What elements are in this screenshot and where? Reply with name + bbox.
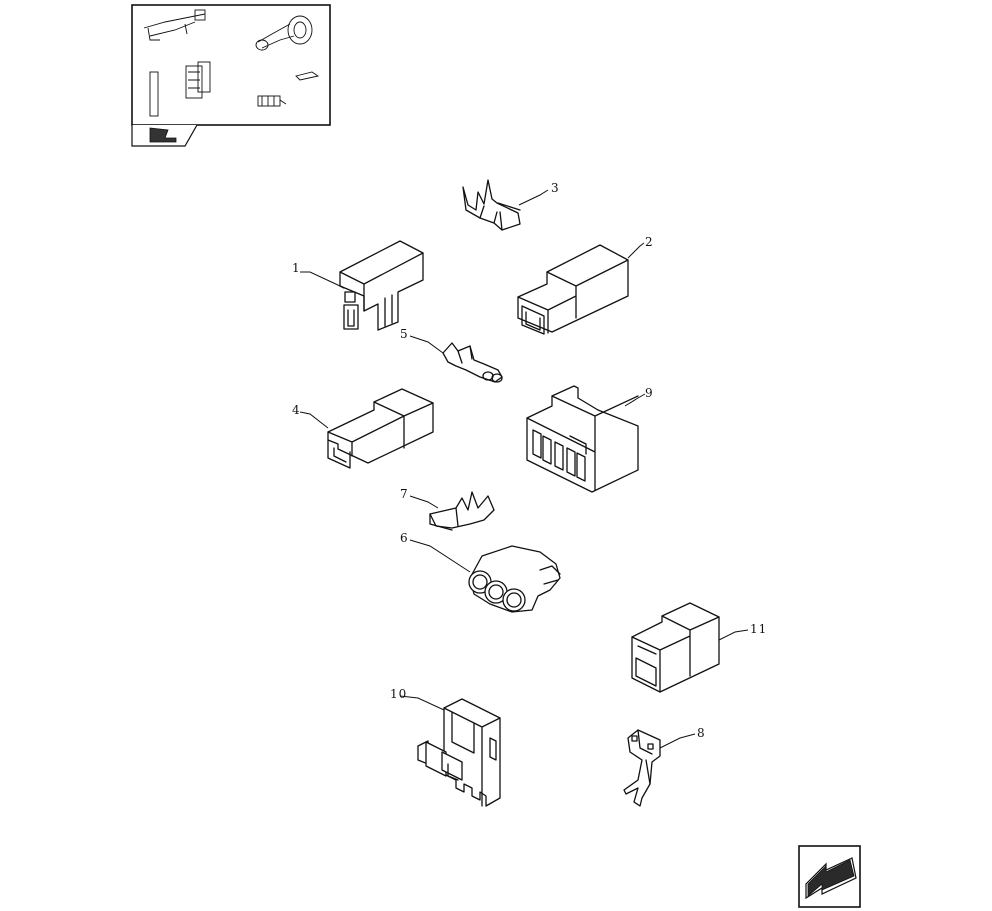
thumbnail-small-parts-sketch <box>257 71 320 107</box>
part-4-housing <box>299 388 434 469</box>
thumbnail-round-connector-sketch <box>255 15 313 51</box>
thumbnail-connector-block-sketch <box>149 61 211 117</box>
callout-4: 4 <box>292 403 301 417</box>
callout-1: 1 <box>292 261 301 275</box>
part-6-round-seal <box>409 539 561 613</box>
callout-2: 2 <box>645 235 654 249</box>
part-10-bracket-housing <box>399 695 501 807</box>
callout-10: 10 <box>390 687 407 701</box>
callout-3: 3 <box>551 181 560 195</box>
callout-9: 9 <box>645 386 654 400</box>
callout-11: 11 <box>750 622 767 636</box>
part-7-terminal <box>409 491 495 531</box>
next-page-arrow-icon[interactable] <box>798 845 861 908</box>
callout-6: 6 <box>400 531 409 545</box>
callout-8: 8 <box>697 726 706 740</box>
part-3-terminal <box>462 179 549 231</box>
part-9-multi-cavity-housing <box>526 385 646 493</box>
callout-5: 5 <box>400 327 409 341</box>
part-1-housing <box>300 240 424 331</box>
part-8-clip <box>623 729 696 807</box>
thumbnail-panel[interactable] <box>131 4 331 147</box>
previous-page-arrow-icon[interactable] <box>149 127 177 143</box>
part-11-housing <box>631 602 749 693</box>
part-5-pin-terminal <box>409 335 503 383</box>
part-2-housing <box>517 242 645 335</box>
callout-7: 7 <box>400 487 409 501</box>
thumbnail-terminal-sketch <box>143 9 206 41</box>
